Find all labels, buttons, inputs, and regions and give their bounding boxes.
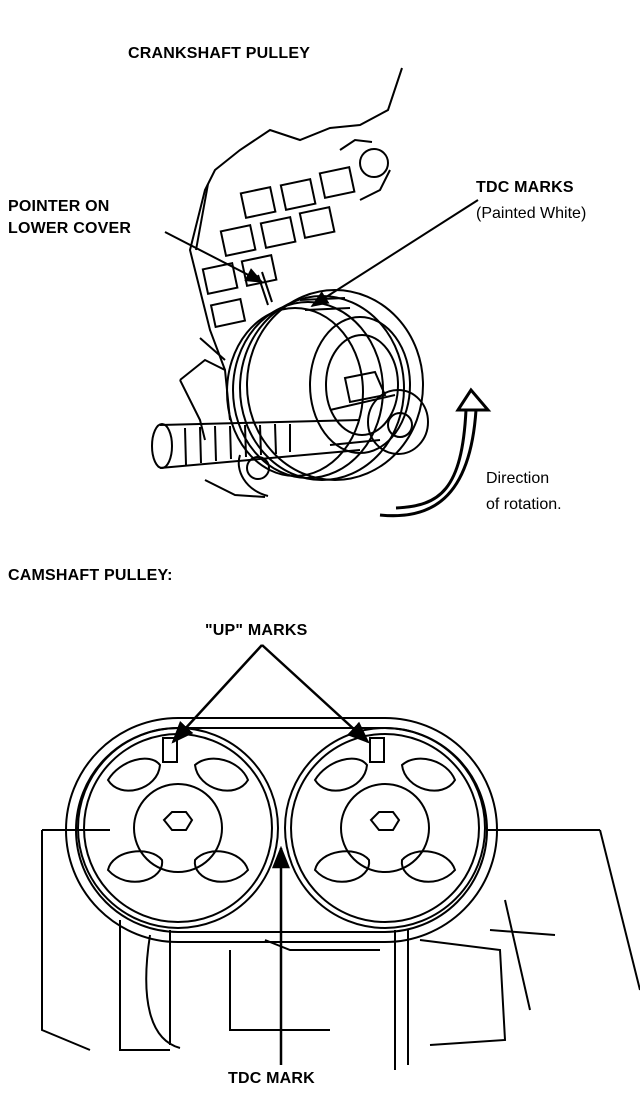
crankshaft-pulley-title: CRANKSHAFT PULLEY [128, 45, 311, 62]
camshaft-pulley-title: CAMSHAFT PULLEY: [8, 567, 173, 584]
camshaft-pulley-left [77, 727, 279, 929]
cylinder-head-drawing [41, 829, 640, 1070]
tdc-marks-label: TDC MARKS [476, 179, 574, 196]
direction-label-line2: of rotation. [486, 496, 562, 513]
pointer-label-line1: POINTER ON [8, 198, 110, 215]
camshaft-pulley-right [284, 727, 486, 929]
rotation-arrow-icon [379, 387, 492, 518]
pointer-label-line2: LOWER COVER [8, 220, 132, 237]
tdc-mark-label: TDC MARK [228, 1070, 315, 1087]
up-marks-label: "UP" MARKS [205, 622, 308, 639]
direction-label-line1: Direction [486, 470, 550, 487]
crankshaft-leader-lines [164, 199, 479, 307]
camshaft-leader-lines [171, 644, 370, 1065]
tdc-marks-note: (Painted White) [476, 205, 587, 222]
wrench-and-extension-drawing [151, 370, 429, 469]
crankshaft-pulley-drawing [226, 271, 424, 481]
